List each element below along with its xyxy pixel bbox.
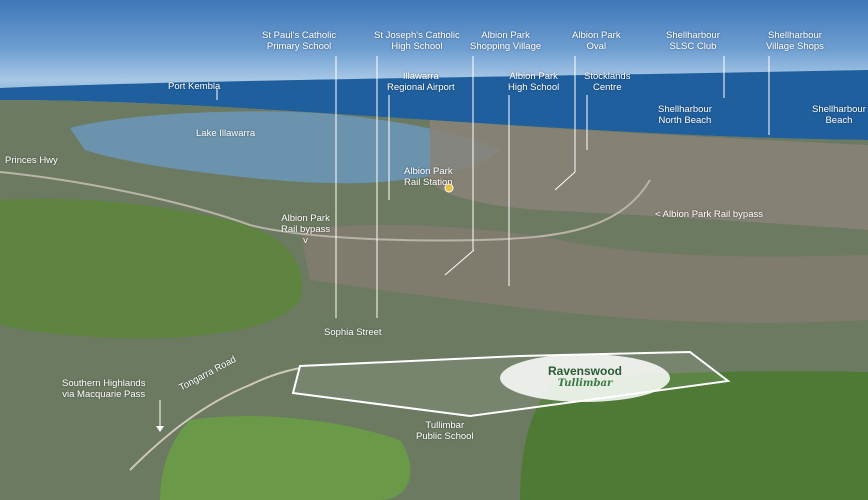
logo-sub: Tullimbar [557, 378, 613, 389]
rail-bypass-road [0, 171, 651, 242]
leader-lines [159, 56, 770, 428]
urban-albion-park [300, 225, 868, 323]
label-princes-hwy: Princes Hwy [5, 155, 58, 166]
ocean [0, 70, 868, 140]
fields-south [160, 416, 411, 500]
rail-bypass-left-arrow: v [303, 235, 308, 246]
label-rail-bypass-right: < Albion Park Rail bypass [655, 209, 763, 220]
fields-southeast [520, 371, 868, 500]
arrow-southern-highlands [156, 426, 164, 432]
ravenswood-logo: Ravenswood Tullimbar [535, 364, 635, 389]
lake-illawarra [70, 111, 500, 184]
label-lake-illawarra: Lake Illawarra [196, 128, 256, 139]
tongarra-road-line [129, 367, 301, 471]
logo-glow [500, 354, 670, 402]
fields-west [0, 198, 302, 339]
logo-brand: Ravenswood [547, 364, 622, 378]
rail-station-marker [444, 183, 454, 193]
label-sophia-street: Sophia Street [324, 327, 382, 338]
urban-shellharbour [428, 120, 868, 230]
label-port-kembla: Port Kembla [168, 81, 221, 92]
